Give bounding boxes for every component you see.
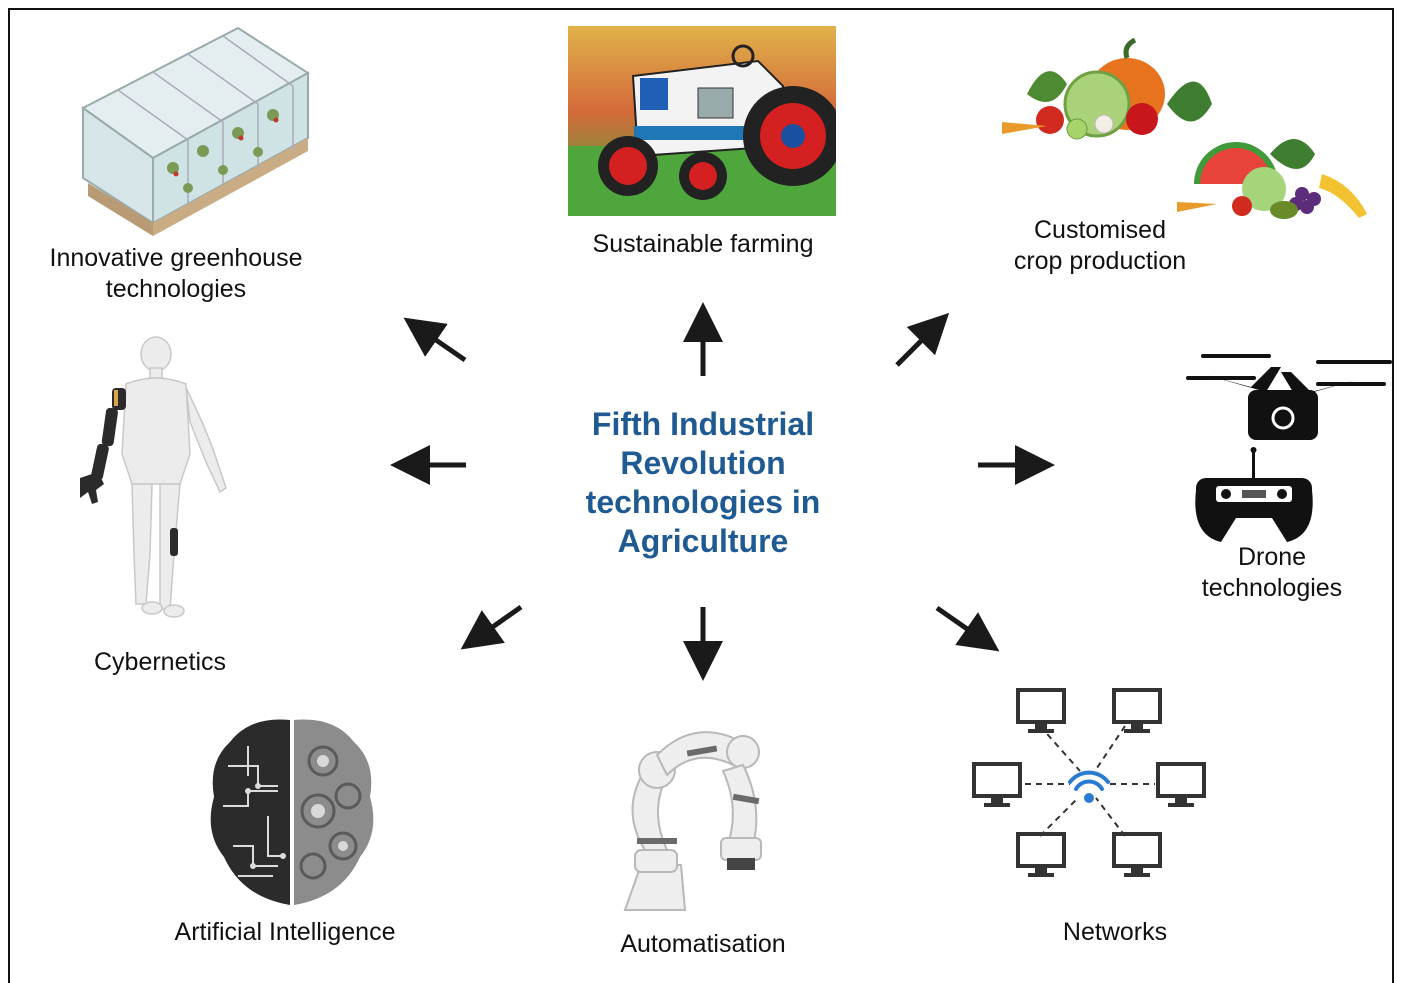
greenhouse-icon	[81, 26, 310, 236]
prosthetic-body-icon	[80, 336, 227, 618]
computer-network-icon	[972, 688, 1206, 877]
center-title-line-1: Fifth Industrial	[591, 406, 815, 442]
ai-label: Artificial Intelligence	[140, 917, 430, 948]
drone-label: Drone technologies	[1172, 542, 1372, 604]
ai-label-line-1: Artificial Intelligence	[174, 918, 396, 946]
greenhouse-label-line-1: Innovative greenhouse	[49, 244, 303, 272]
cybernetics-label-line-1: Cybernetics	[94, 648, 226, 676]
drone-icon	[1186, 354, 1392, 542]
greenhouse-label-line-2: technologies	[105, 275, 247, 303]
automation-label: Automatisation	[572, 929, 834, 960]
arrow-to-crop	[895, 312, 950, 367]
arrow-to-ai	[460, 604, 523, 650]
crop-label-line-2: crop production	[1013, 247, 1187, 275]
tractor-icon	[568, 26, 836, 216]
networks-label-line-1: Networks	[1062, 918, 1168, 946]
center-title-line-2: Revolution	[620, 445, 786, 481]
arrow-to-networks	[935, 605, 1000, 652]
crop-label-line-1: Customised	[1034, 216, 1166, 244]
cybernetics-label: Cybernetics	[60, 647, 260, 678]
vegetables-icon	[1002, 37, 1367, 219]
networks-label: Networks	[1015, 917, 1215, 948]
automation-label-line-1: Automatisation	[620, 930, 786, 958]
arrow-to-greenhouse	[403, 317, 467, 363]
crop-label: Customised crop production	[970, 215, 1230, 277]
diagram-frame	[8, 8, 1394, 983]
robot-arm-icon	[623, 731, 762, 911]
sustainable-label: Sustainable farming	[552, 229, 854, 260]
greenhouse-label: Innovative greenhouse technologies	[20, 243, 332, 305]
center-title-line-3: technologies in	[585, 484, 821, 520]
brain-icon	[210, 719, 374, 905]
drone-label-line-1: Drone	[1237, 543, 1307, 571]
sustainable-label-line-1: Sustainable farming	[592, 230, 814, 258]
center-title: Fifth Industrial Revolution technologies…	[552, 405, 854, 561]
center-title-line-4: Agriculture	[617, 523, 789, 559]
drone-label-line-2: technologies	[1201, 574, 1343, 602]
